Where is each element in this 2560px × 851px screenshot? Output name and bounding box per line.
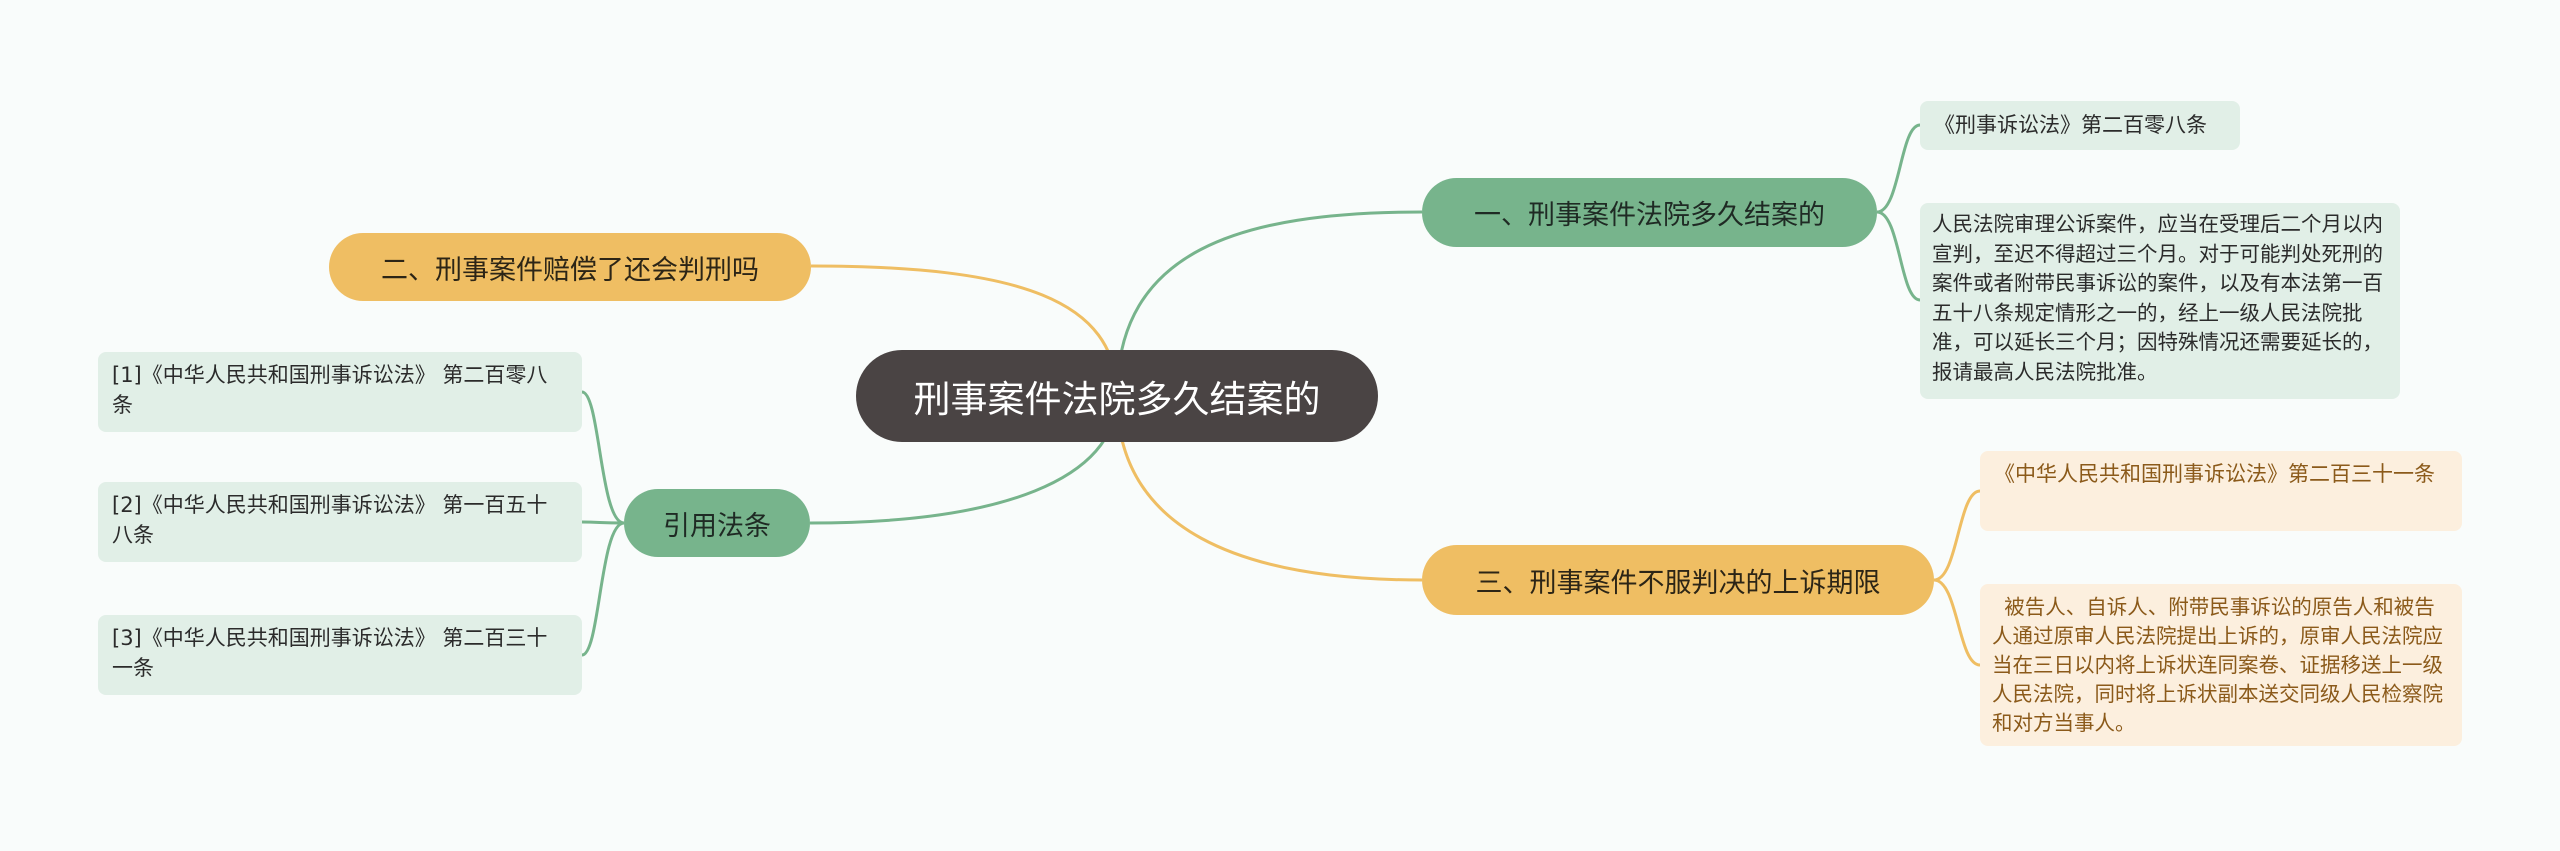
link-branch3-leaf2 xyxy=(1933,578,1981,667)
subtopic-text: [3]《中华人民共和国刑事诉讼法》 第二百三十一条 xyxy=(112,626,548,680)
branch-topic-2[interactable]: 二、刑事案件赔偿了还会判刑吗 xyxy=(329,233,811,301)
subtopic-text: 人民法院审理公诉案件，应当在受理后二个月以内宣判，至迟不得超过三个月。对于可能判… xyxy=(1932,212,2383,384)
subtopic-text: 《刑事诉讼法》第二百零八条 xyxy=(1934,113,2207,137)
cited-law-box[interactable]: [2]《中华人民共和国刑事诉讼法》 第一百五十八条 xyxy=(98,482,582,562)
branch-topic-cited-laws[interactable]: 引用法条 xyxy=(624,489,810,557)
link-branch1-leaf2 xyxy=(1876,210,1921,302)
link-branch4-leaf2 xyxy=(581,520,625,525)
cited-law-box[interactable]: [1]《中华人民共和国刑事诉讼法》 第二百零八条 xyxy=(98,352,582,432)
subtopic-text: [2]《中华人民共和国刑事诉讼法》 第一百五十八条 xyxy=(112,493,548,547)
link-branch4-leaf1 xyxy=(581,390,625,525)
subtopic-box[interactable]: 被告人、自诉人、附带民事诉讼的原告人和被告人通过原审人民法院提出上诉的，原审人民… xyxy=(1980,584,2462,746)
subtopic-box[interactable]: 《刑事诉讼法》第二百零八条 xyxy=(1920,101,2240,150)
cited-law-box[interactable]: [3]《中华人民共和国刑事诉讼法》 第二百三十一条 xyxy=(98,615,582,695)
subtopic-text: 《中华人民共和国刑事诉讼法》第二百三十一条 xyxy=(1994,462,2435,486)
branch-topic-1[interactable]: 一、刑事案件法院多久结案的 xyxy=(1422,178,1877,247)
link-branch3-leaf1 xyxy=(1933,489,1981,582)
subtopic-box[interactable]: 《中华人民共和国刑事诉讼法》第二百三十一条 xyxy=(1980,451,2462,531)
subtopic-box[interactable]: 人民法院审理公诉案件，应当在受理后二个月以内宣判，至迟不得超过三个月。对于可能判… xyxy=(1920,203,2400,399)
subtopic-text: 被告人、自诉人、附带民事诉讼的原告人和被告人通过原审人民法院提出上诉的，原审人民… xyxy=(1992,595,2443,735)
link-center-branch1 xyxy=(1115,210,1423,397)
subtopic-text: [1]《中华人民共和国刑事诉讼法》 第二百零八条 xyxy=(112,363,548,417)
branch-topic-3[interactable]: 三、刑事案件不服判决的上诉期限 xyxy=(1422,545,1934,615)
link-branch1-leaf1 xyxy=(1876,123,1921,214)
central-topic[interactable]: 刑事案件法院多久结案的 xyxy=(856,350,1378,442)
link-center-branch3 xyxy=(1115,395,1423,582)
link-branch4-leaf3 xyxy=(581,521,625,657)
